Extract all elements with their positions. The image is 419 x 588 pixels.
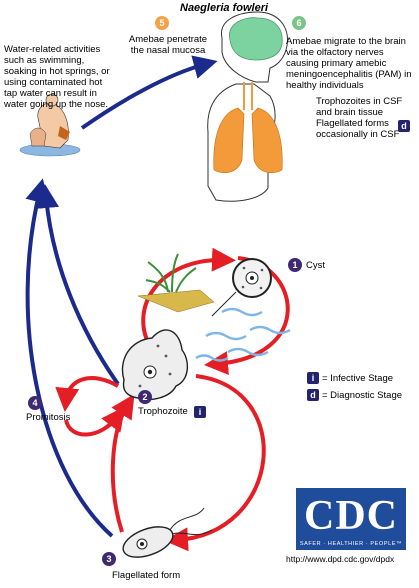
cdc-logo-tagline: SAFER · HEALTHIER · PEOPLE™ [299, 541, 403, 547]
brain-shape [229, 17, 283, 61]
flagellated-organism [122, 507, 213, 558]
infective-stage-marker: i [194, 406, 206, 418]
stage-1-label: Cyst [306, 260, 325, 271]
arrow-flagellated-to-trophozoite [110, 393, 135, 533]
legend-diagnostic-symbol: d [307, 389, 319, 401]
diagnostic-stage-marker: d [398, 120, 410, 132]
water-activities-note: Water-related activities such as swimmin… [4, 44, 110, 110]
cdc-logo-text: CDC [304, 493, 398, 539]
soil-with-grass [137, 253, 215, 313]
stage-2-badge: 2 [138, 390, 152, 404]
right-lung-shape [251, 107, 283, 173]
stage-5-badge: 5 [155, 16, 169, 30]
human-figure [207, 11, 288, 202]
source-url[interactable]: http://www.dpd.cdc.gov/dpdx [286, 554, 395, 564]
stage-6-note: Amebae migrate to the brain via the olfa… [286, 36, 412, 91]
cdc-logo: CDC SAFER · HEALTHIER · PEOPLE™ [296, 488, 406, 550]
arrow-promitosis-out [64, 406, 126, 437]
left-lung-shape [213, 107, 245, 173]
trophozoite-organism [121, 329, 189, 401]
legend-infective-label: = Infective Stage [322, 373, 394, 384]
legend-diagnostic-label: = Diagnostic Stage [322, 390, 403, 401]
water-waves [195, 307, 291, 362]
legend-infective-symbol: i [307, 372, 319, 384]
cyst-organism [232, 258, 272, 298]
divider-line [211, 291, 237, 317]
stage-5-note: Amebae penetrate the nasal mucosa [128, 34, 208, 56]
arrow-trophozoite-to-cyst [141, 247, 236, 352]
arrow-trophozoite-to-swimmer [35, 184, 120, 386]
stage-3-badge: 3 [102, 552, 116, 566]
trachea-shape [243, 82, 253, 110]
stage-4-label: Promitosis [26, 412, 71, 423]
arrow-trophozoite-to-flagellated [164, 374, 266, 552]
stage-3-label: Flagellated form [112, 570, 181, 581]
stage-4-badge: 4 [28, 396, 42, 410]
diagram-title: Naegleria fowleri [180, 2, 269, 14]
stage-1-badge: 1 [288, 258, 302, 272]
arrow-to-nose [80, 55, 218, 130]
arrow-environment-to-swimmer [25, 178, 114, 538]
stage-6-badge: 6 [292, 16, 306, 30]
stage-2-label: Trophozoite [138, 406, 188, 417]
arrow-promitosis-in [55, 376, 119, 412]
swimmer-illustration [19, 93, 81, 157]
csf-note: Trophozoites in CSF and brain tissue Fla… [316, 96, 403, 140]
